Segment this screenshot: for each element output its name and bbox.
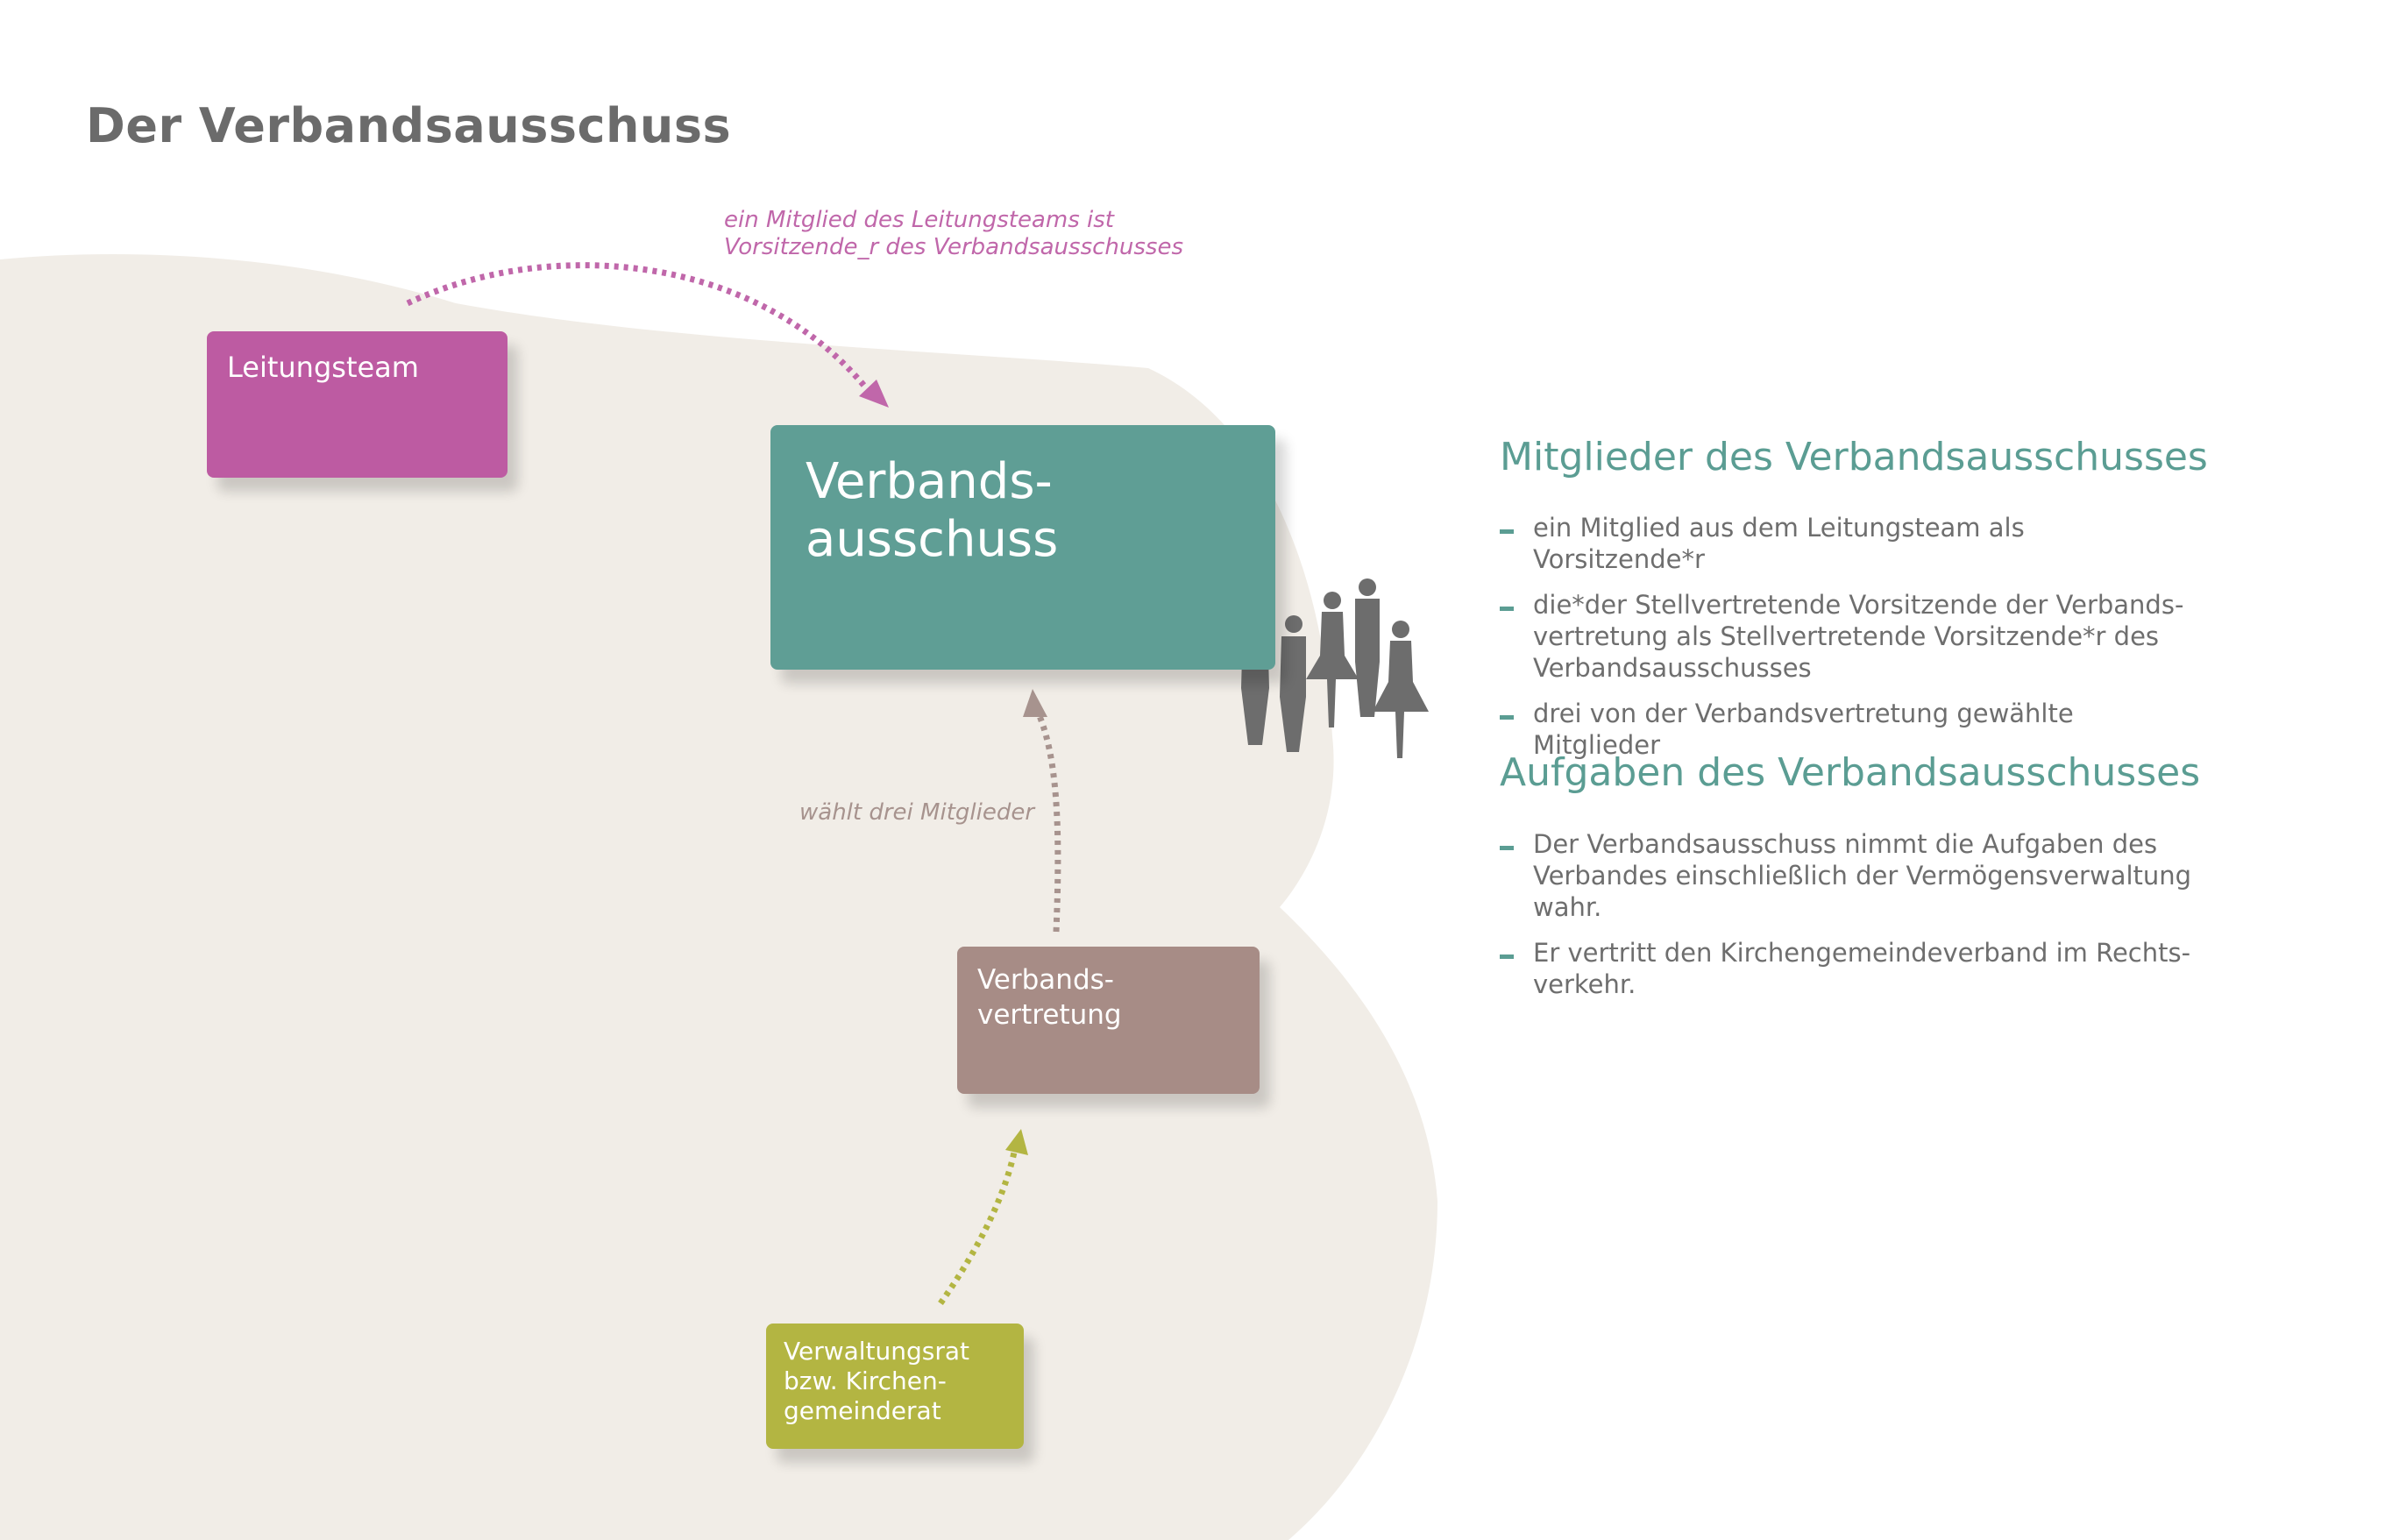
tasks-list-item: Er vertritt den Kirchengemeindeverband i…: [1500, 937, 2201, 1000]
arrowhead-leitungsteam: [859, 380, 889, 408]
people-group-icon: [1241, 578, 1429, 758]
tasks-heading: Aufgaben des Verbandsausschusses: [1500, 750, 2201, 795]
bullet-dash-icon: [1500, 529, 1514, 534]
tasks-list: Der Verbandsausschuss nimmt die Aufgaben…: [1500, 828, 2201, 1014]
members-list: ein Mitglied aus dem Leitungsteam als Vo…: [1500, 512, 2201, 775]
box-leitungsteam: Leitungsteam: [207, 331, 508, 478]
tasks-list-item: Der Verbandsausschuss nimmt die Aufgaben…: [1500, 828, 2201, 923]
box-verbandsausschuss: Verbands- ausschuss: [770, 425, 1275, 670]
members-item-text: drei von der Verbandsvertretung gewählte…: [1533, 699, 2074, 760]
box-verbandsvertretung: Verbands- vertretung: [957, 947, 1260, 1094]
members-heading: Mitglieder des Verbandsausschusses: [1500, 435, 2208, 479]
members-list-item: die*der Stellvertretende Vorsitzende der…: [1500, 589, 2201, 684]
members-item-text: die*der Stellvertretende Vorsitzende der…: [1533, 590, 2184, 683]
members-item-text: ein Mitglied aus dem Leitungsteam als Vo…: [1533, 513, 2025, 574]
arrowhead-vertretung: [1023, 689, 1047, 717]
members-list-item: drei von der Verbandsvertretung gewählte…: [1500, 698, 2201, 761]
bullet-dash-icon: [1500, 955, 1514, 959]
arrow-verwaltungsrat-to-vertretung: [938, 1147, 1019, 1306]
tasks-item-text: Er vertritt den Kirchengemeindeverband i…: [1533, 938, 2191, 999]
arrowhead-verwaltungsrat: [1005, 1129, 1028, 1155]
note-elects-three-members: wählt drei Mitglieder: [799, 799, 1035, 826]
members-list-item: ein Mitglied aus dem Leitungsteam als Vo…: [1500, 512, 2201, 575]
box-verwaltungsrat: Verwaltungsrat bzw. Kirchen- gemeinderat: [766, 1324, 1024, 1449]
arrow-leitungsteam-to-ausschuss: [406, 262, 870, 393]
bullet-dash-icon: [1500, 607, 1514, 611]
note-leitungsteam-chair: ein Mitglied des Leitungsteams ist Vorsi…: [724, 207, 1184, 260]
bullet-dash-icon: [1500, 846, 1514, 850]
arrow-vertretung-to-ausschuss: [1033, 708, 1061, 933]
page-title: Der Verbandsausschuss: [86, 98, 732, 153]
tasks-item-text: Der Verbandsausschuss nimmt die Aufgaben…: [1533, 829, 2192, 922]
bullet-dash-icon: [1500, 715, 1514, 720]
